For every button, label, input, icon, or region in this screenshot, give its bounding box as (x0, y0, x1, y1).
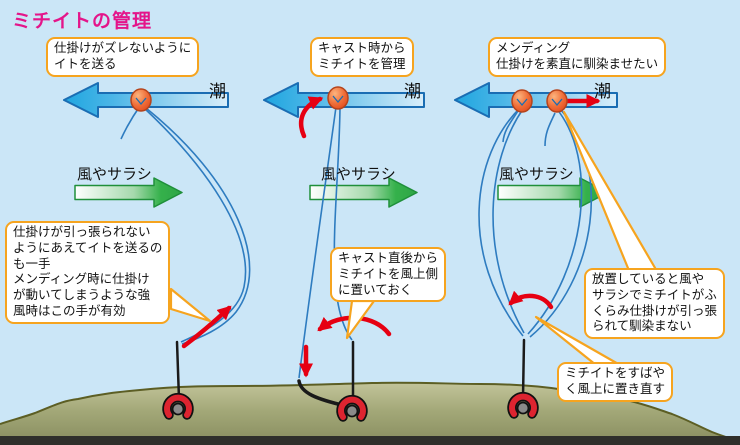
callout-p2-top: キャスト時から ミチイトを管理 (310, 37, 414, 77)
float-3a (511, 89, 533, 113)
callout-p2-mid: キャスト直後から ミチイトを風上側 に置いておく (330, 247, 447, 303)
callout-p3-top: メンディング 仕掛けを素直に馴染ませたい (488, 37, 667, 77)
reel-2 (336, 394, 368, 422)
wind-label-1: 風やサラシ (77, 166, 152, 183)
page-title: ミチイトの管理 (12, 11, 153, 32)
fishing-lines-panel3 (478, 107, 593, 338)
bottom-dark-band (0, 436, 740, 445)
float-2 (327, 86, 349, 110)
reel-3 (507, 391, 539, 419)
red-arrow-reposition (508, 290, 554, 310)
float-3b (546, 89, 568, 113)
float-1 (130, 88, 152, 112)
fishing-lines-panel2 (298, 106, 353, 379)
callout-p1-top: 仕掛けがズレないように イトを送る (46, 37, 200, 77)
callout-p3-bottom: ミチイトをすばや く風上に置き直す (557, 362, 674, 402)
rod-3 (521, 338, 526, 400)
red-arrow-send-line (181, 305, 232, 349)
red-arrow-to-float (298, 96, 324, 139)
callout-p3-right: 放置していると風や サラシでミチイトがふ くらみ仕掛けが引っ張 られて馴染まない (584, 268, 726, 339)
wind-label-2: 風やサラシ (321, 166, 396, 183)
wind-arrow-3 (497, 177, 609, 208)
shore-edge (0, 381, 740, 442)
tide-label-1: 潮 (209, 82, 226, 101)
tide-arrow-3 (454, 82, 618, 118)
reel-1 (162, 392, 194, 420)
tide-label-3: 潮 (594, 82, 611, 101)
callout-p1-left: 仕掛けが引っ張られない ようにあえてイトを送るの も一手 メンディング時に仕掛け… (5, 221, 171, 324)
tail-p1-left (169, 287, 212, 323)
callout-tails (169, 110, 660, 367)
floats (130, 86, 568, 113)
wind-arrow-1 (74, 177, 183, 208)
tide-label-2: 潮 (404, 82, 421, 101)
rod-1 (175, 340, 181, 401)
wind-label-3: 風やサラシ (499, 166, 574, 183)
